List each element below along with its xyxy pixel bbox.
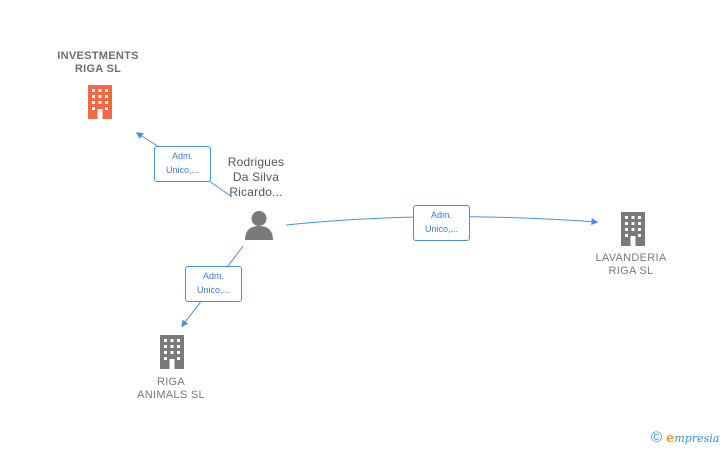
edge-label-line2: Unico,... xyxy=(196,285,230,295)
edge-label-line1: Adm. xyxy=(430,210,452,220)
node-riga-animals-label-line2: ANIMALS SL xyxy=(137,389,205,401)
brand-name: mpresia xyxy=(674,432,720,445)
edge-label-line1: Adm. xyxy=(171,151,193,161)
node-lavanderia-label-line1: LAVANDERIA xyxy=(595,252,667,264)
edge-label-line1: Adm. xyxy=(202,271,224,281)
node-person-label-line2: Da Silva xyxy=(232,170,280,184)
node-investments-label-line2: RIGA SL xyxy=(74,63,122,75)
node-lavanderia-label: LAVANDERIA RIGA SL xyxy=(586,252,676,278)
building-icon[interactable] xyxy=(156,334,188,370)
edge-label-lavanderia[interactable]: Adm. Unico,... xyxy=(413,205,470,241)
building-icon[interactable] xyxy=(84,84,116,120)
node-riga-animals-label: RIGA ANIMALS SL xyxy=(126,376,216,402)
node-person-label: Rodrigues Da Silva Ricardo... xyxy=(216,155,296,200)
edge-label-investments[interactable]: Adm. Unico,... xyxy=(154,146,211,182)
brand-e: e xyxy=(666,431,675,446)
empresia-logo[interactable]: ©empresia xyxy=(651,429,719,446)
copyright-symbol: © xyxy=(651,429,663,446)
edge-label-riga-animals[interactable]: Adm. Unico,... xyxy=(185,266,242,302)
building-icon[interactable] xyxy=(617,211,649,247)
edge-label-line2: Unico,... xyxy=(424,224,458,234)
node-person-label-line3: Ricardo... xyxy=(229,185,283,199)
node-investments-label-line1: INVESTMENTS xyxy=(57,50,139,62)
node-riga-animals-label-line1: RIGA xyxy=(156,376,186,388)
node-lavanderia-label-line2: RIGA SL xyxy=(608,265,654,277)
node-person-label-line1: Rodrigues xyxy=(227,155,285,169)
person-icon[interactable] xyxy=(243,210,275,240)
edge-label-line2: Unico,... xyxy=(165,165,199,175)
node-investments-label: INVESTMENTS RIGA SL xyxy=(50,50,146,76)
